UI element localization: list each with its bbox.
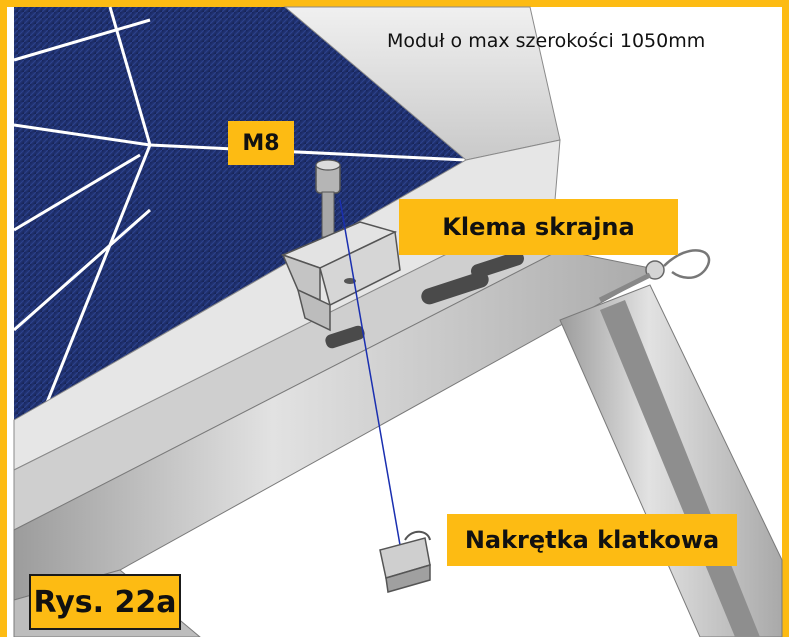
assembly-guide-line (339, 199, 401, 546)
solar-panel-cells (14, 7, 466, 420)
top-border (0, 0, 789, 7)
end-clamp-label: Klema skrajna (399, 199, 678, 255)
cage-nut-label: Nakrętka klatkowa (447, 514, 737, 566)
right-border (782, 0, 789, 637)
rail-slots (325, 251, 524, 349)
m8-bolt-icon (315, 159, 341, 238)
end-clamp-icon (280, 221, 401, 332)
module-width-caption: Moduł o max szerokości 1050mm (387, 30, 706, 52)
hinge-pin-icon (598, 249, 711, 303)
mounting-rail (13, 249, 662, 601)
figure-number-label: Rys. 22a (29, 574, 181, 630)
m8-bolt-label: M8 (228, 121, 294, 165)
cell-gridlines (13, 6, 467, 421)
cage-nut-icon (379, 530, 431, 593)
left-border (0, 0, 7, 637)
